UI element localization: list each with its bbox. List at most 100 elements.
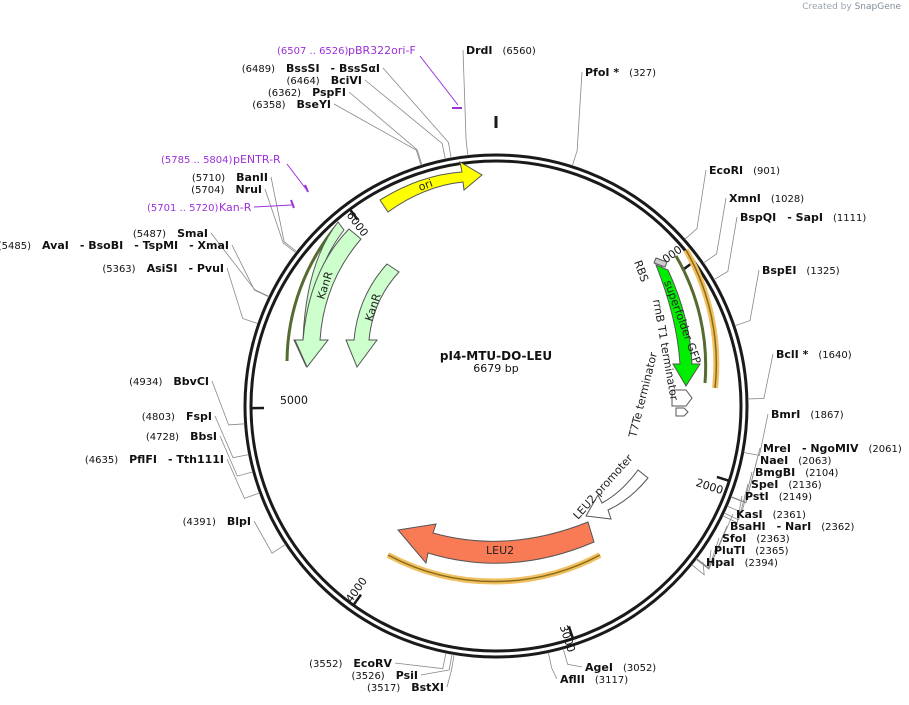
scale-tick — [716, 475, 729, 482]
scale-tick — [567, 625, 574, 639]
site-leader-line — [253, 520, 286, 554]
enzyme-name: - SapI — [776, 211, 823, 224]
site-label: (4934) BbvCI — [129, 375, 209, 388]
feature-leu2-promoter-arrow — [585, 469, 649, 520]
site-label: (3552) EcoRV — [309, 657, 392, 670]
primer-pentr-mark — [304, 184, 309, 193]
feature-ori-arrow — [379, 160, 483, 213]
site-label: BclI * (1640) — [776, 348, 852, 361]
site-leader-line — [462, 49, 469, 156]
enzyme-name: BmrI — [771, 408, 800, 421]
feature-leu2-label: LEU2 — [486, 544, 514, 557]
snapgene-credit: Created by SnapGene — [802, 2, 901, 12]
orf-arc-gfp-outer-core — [685, 249, 718, 389]
site-label: (4635) PflFI - Tth111I — [85, 453, 224, 466]
site-leader-line — [747, 353, 774, 400]
enzyme-name: BssSI — [275, 62, 320, 75]
site-leader-line — [264, 188, 297, 254]
site-label: (6362) PspFI — [268, 86, 346, 99]
site-position: (3552) — [309, 659, 342, 670]
site-leader-line — [691, 561, 705, 576]
enzyme-name: HpaI — [706, 556, 735, 569]
enzyme-name: PstI — [745, 490, 769, 503]
site-leader-line — [382, 67, 452, 159]
site-leader-line — [727, 471, 753, 514]
enzyme-name: PsiI — [385, 669, 418, 682]
site-label: (6464) BciVI — [286, 74, 362, 87]
enzyme-name: BbvCI — [162, 375, 209, 388]
site-label: (5704) NruI — [191, 183, 262, 196]
site-label: (4803) FspI — [142, 410, 212, 423]
site-position: (1640) — [808, 350, 851, 361]
credit-brand: SnapGene — [854, 2, 901, 12]
site-position: (2136) — [778, 480, 821, 491]
enzyme-name: BspQI — [740, 211, 776, 224]
site-label: AflII (3117) — [560, 673, 628, 686]
enzyme-name: BlpI — [216, 515, 251, 528]
enzyme-name: PflFI — [118, 453, 157, 466]
site-label: PluTI (2365) — [714, 544, 789, 557]
site-position: (5485) — [0, 241, 31, 252]
site-leader-line — [270, 176, 298, 252]
site-label: HpaI (2394) — [706, 556, 778, 569]
site-leader-line — [226, 267, 258, 325]
site-position: (2104) — [795, 468, 838, 479]
site-leader-line — [703, 197, 727, 264]
enzyme-name: - NarI — [766, 520, 812, 533]
site-leader-line — [219, 435, 253, 477]
backbone-outer — [243, 153, 749, 659]
site-position: (3517) — [367, 683, 400, 694]
enzyme-name: SfoI — [722, 532, 746, 545]
primer-pentr-name: pENTR-R — [233, 153, 281, 166]
site-leader-line — [333, 103, 422, 166]
site-label: BspQI - SapI (1111) — [740, 211, 866, 224]
site-position: (6362) — [268, 88, 301, 99]
site-position: (2149) — [769, 492, 812, 503]
primer-kanr-name: Kan-R — [219, 201, 252, 214]
credit-prefix: Created by — [802, 2, 852, 12]
enzyme-name: PfoI * — [585, 66, 619, 79]
enzyme-name: SpeI — [751, 478, 778, 491]
site-label: (4728) BbsI — [146, 430, 217, 443]
site-leader-line — [723, 483, 749, 521]
site-leader-line — [211, 380, 245, 426]
site-position: (1028) — [761, 194, 804, 205]
site-leader-line — [722, 495, 743, 524]
enzyme-name: FspI — [175, 410, 212, 423]
scale-tick — [352, 593, 362, 606]
enzyme-name: PluTI — [714, 544, 745, 557]
site-leader-line — [348, 91, 423, 166]
enzyme-name: BstXI — [400, 681, 444, 694]
feature-leu2-arrow — [397, 521, 595, 565]
site-leader-line — [743, 413, 769, 456]
site-label: (5363) AsiSI - PvuI — [102, 262, 224, 275]
enzyme-name: BbsI — [179, 430, 217, 443]
enzyme-name: AsiSI — [136, 262, 178, 275]
site-position: (1111) — [823, 213, 866, 224]
site-position: (6560) — [493, 46, 536, 57]
site-label: AgeI (3052) — [585, 661, 656, 674]
scale-tick-label: 2000 — [694, 476, 725, 497]
site-position: (3526) — [351, 671, 384, 682]
enzyme-name: - NgoMIV — [791, 442, 859, 455]
site-leader-line — [562, 648, 583, 668]
site-position: (5487) — [133, 229, 166, 240]
site-labels: DrdI (6560)PfoI * (327)EcoRI (901)XmnI (… — [0, 44, 902, 694]
site-label: (3526) PsiI — [351, 669, 418, 682]
site-position: (2063) — [788, 456, 831, 467]
primer-kanr-range: (5701 .. 5720) — [147, 203, 219, 214]
site-label: (5710) BanII — [192, 171, 268, 184]
site-label: BsaHI - NarI (2362) — [730, 520, 855, 533]
site-leader-line — [231, 244, 269, 298]
site-label: XmnI (1028) — [729, 192, 804, 205]
primer-pbr322-leader — [419, 55, 459, 106]
orf-arc-gfp-inner — [674, 255, 708, 384]
site-leader-line — [547, 652, 558, 680]
enzyme-name: BmgBI — [755, 466, 795, 479]
enzyme-name: BanII — [225, 171, 268, 184]
site-position: (4635) — [85, 455, 118, 466]
site-leader-line — [210, 232, 270, 297]
site-position: (2061) — [859, 444, 902, 455]
enzyme-name: DrdI — [466, 44, 493, 57]
site-leader-lines — [210, 49, 774, 688]
